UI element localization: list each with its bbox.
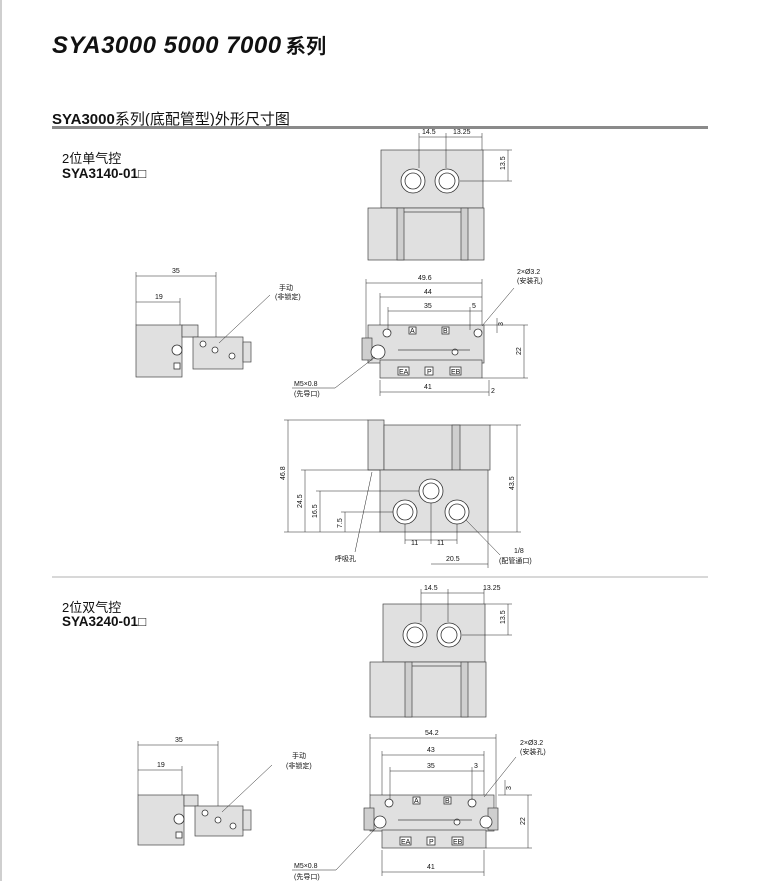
dim-text: 19	[155, 294, 163, 301]
dim-text: 41	[424, 384, 432, 391]
single-top-view: 14.5 13.25 13.5	[367, 129, 512, 261]
double-side-view: 35 19 手动 (非锁定)	[137, 737, 312, 846]
port-label: EB	[453, 839, 463, 846]
dim-text: 35	[427, 763, 435, 770]
manual-note: (非锁定)	[286, 761, 312, 770]
double-top-view: 14.5 13.25 13.5	[369, 585, 512, 718]
port-label: P	[427, 369, 432, 376]
dim-text: 35	[172, 268, 180, 275]
dim-text: 3	[474, 763, 478, 770]
dim-text: 22	[516, 347, 523, 355]
caption-single: 2位单气控	[62, 151, 122, 166]
dim-text: 13.25	[453, 129, 471, 136]
dim-text: 11	[411, 540, 418, 547]
single-bottom-view: 46.8 24.5 16.5 7.5 11 11 20.5 43.5 呼吸孔 1…	[280, 419, 532, 568]
pilot-label: M5×0.8	[294, 863, 318, 870]
manual-note: (非锁定)	[275, 292, 301, 301]
dim-text: 2	[491, 388, 495, 395]
left-margin-rule	[0, 0, 2, 881]
model-double: SYA3240-01□	[62, 614, 147, 629]
dim-text: 11	[437, 540, 444, 547]
dim-text: 43.5	[509, 476, 516, 490]
dim-text: 13.25	[483, 585, 501, 592]
mount-note: (安装孔)	[517, 276, 543, 285]
dim-text: 13.5	[500, 156, 507, 170]
port-label: A	[414, 798, 419, 805]
dim-text: 7.5	[337, 518, 344, 528]
mount-label: 2×Ø3.2	[517, 269, 540, 276]
port-label: A	[410, 328, 415, 335]
dim-text: 14.5	[422, 129, 436, 136]
single-side-view: 35 19 手动 (非锁定)	[135, 268, 301, 378]
double-front-view: EA P EB A B 54.2 43 35 3 3 22 41 2×Ø3.2 …	[292, 730, 546, 881]
port-label: B	[443, 328, 448, 335]
pilot-note: (先导口)	[294, 872, 320, 881]
dim-text: 3	[506, 786, 513, 790]
dim-text: 54.2	[425, 730, 439, 737]
manual-label: 手动	[292, 751, 306, 760]
port-label: P	[429, 839, 434, 846]
caption-double: 2位双气控	[62, 600, 122, 615]
dim-text: 49.6	[418, 275, 432, 282]
dim-text: 3	[498, 322, 505, 326]
pilot-label: M5×0.8	[294, 381, 318, 388]
dim-text: 43	[427, 747, 435, 754]
pilot-note: (先导口)	[294, 389, 320, 398]
dim-text: 13.5	[500, 610, 507, 624]
pipe-note: (配管通口)	[499, 556, 532, 565]
mount-note: (安装孔)	[520, 747, 546, 756]
dim-text: 24.5	[297, 494, 304, 508]
section-heading: SYA3000系列(底配管型)外形尺寸图	[52, 111, 290, 128]
pipe-size: 1/8	[514, 548, 524, 555]
dim-text: 44	[424, 289, 432, 296]
port-label: EA	[399, 369, 409, 376]
dim-text: 20.5	[446, 556, 460, 563]
single-front-view: EA P EB A B 49.6 44 35 5 3 22 41 2 2×Ø3.…	[292, 269, 543, 398]
dim-text: 5	[472, 303, 476, 310]
dim-text: 41	[427, 864, 435, 871]
section-separator	[52, 576, 708, 578]
dim-text: 19	[157, 762, 165, 769]
breather-label: 呼吸孔	[335, 554, 356, 563]
manual-label: 手动	[279, 283, 293, 292]
port-label: EB	[451, 369, 461, 376]
mount-label: 2×Ø3.2	[520, 740, 543, 747]
port-label: B	[445, 798, 450, 805]
dim-text: 14.5	[424, 585, 438, 592]
model-single: SYA3140-01□	[62, 166, 147, 181]
dim-text: 35	[175, 737, 183, 744]
dim-text: 22	[520, 817, 527, 825]
section-rule	[52, 126, 708, 129]
dim-text: 16.5	[312, 504, 319, 518]
dim-text: 46.8	[280, 466, 287, 480]
port-label: EA	[401, 839, 411, 846]
dim-text: 35	[424, 303, 432, 310]
